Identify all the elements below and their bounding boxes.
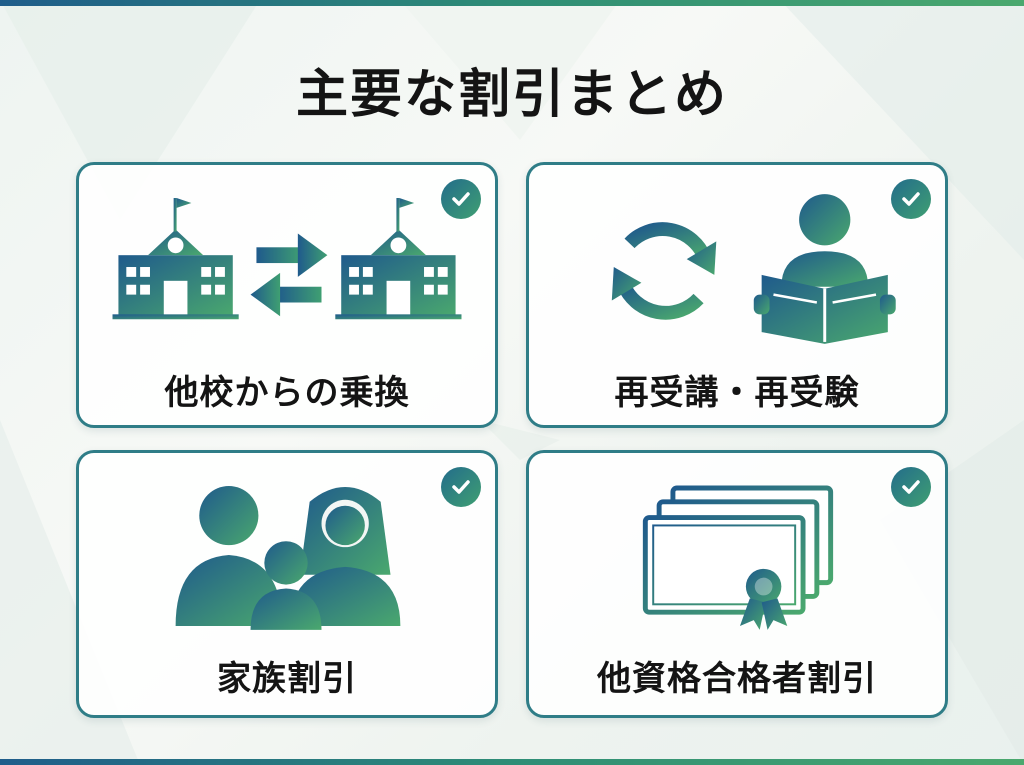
discount-card-family: 家族割引	[76, 450, 498, 718]
card-label: 他校からの乗換	[164, 373, 410, 413]
discount-card-retake: 再受講・再受験	[526, 162, 948, 428]
checkmark-icon	[891, 467, 931, 507]
checkmark-icon	[441, 467, 481, 507]
school-transfer-icon	[112, 198, 462, 320]
card-label: 家族割引	[217, 659, 357, 699]
family-icon	[175, 486, 401, 630]
checkmark-icon	[441, 179, 481, 219]
card-label: 他資格合格者割引	[597, 659, 877, 699]
certificate-icon	[642, 485, 834, 630]
retake-study-icon	[611, 194, 896, 344]
discount-card-transfer: 他校からの乗換	[76, 162, 498, 428]
discount-card-certificate: 他資格合格者割引	[526, 450, 948, 718]
page-title: 主要な割引まとめ	[295, 65, 728, 125]
bottom-accent-bar	[0, 759, 1024, 765]
checkmark-icon	[891, 179, 931, 219]
card-label: 再受講・再受験	[614, 373, 860, 413]
top-accent-bar	[0, 0, 1024, 6]
